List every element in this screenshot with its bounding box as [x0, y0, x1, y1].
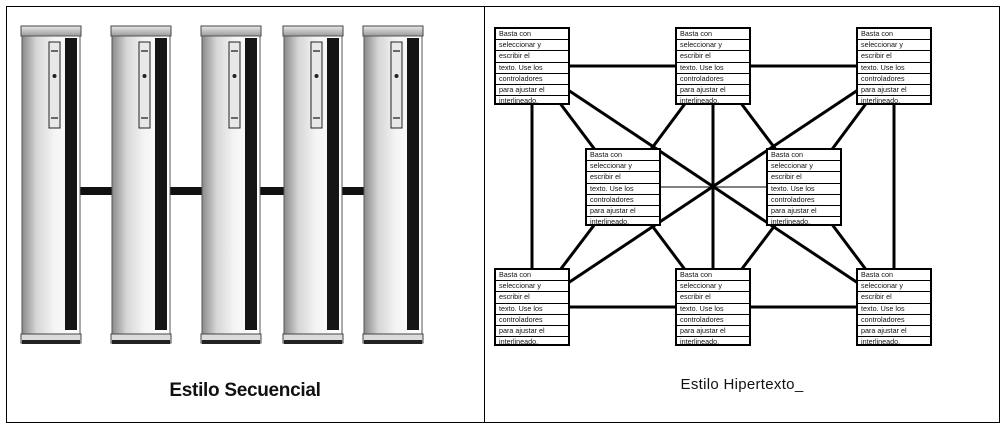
figure-frame — [6, 6, 1000, 423]
page-text-line: para ajustar el — [858, 326, 930, 338]
page-text-line: interlineado. — [680, 337, 720, 347]
page-text-line: Basta con — [768, 150, 840, 162]
page-text-line: controladores — [587, 195, 659, 206]
page-text-line: controladores — [858, 315, 930, 326]
page-text-line: interlineado. — [861, 96, 901, 106]
page-text-line: seleccionar y — [677, 40, 749, 52]
computer-tower-icon — [110, 25, 172, 344]
sequence-connector — [338, 187, 368, 195]
page-text-line: interlineado. — [771, 217, 811, 227]
page-text-line: Basta con — [677, 270, 749, 282]
page-text-line: controladores — [858, 74, 930, 85]
computer-tower-icon — [362, 25, 424, 344]
page-text-line: texto. Use los — [858, 63, 930, 74]
page-text-line: texto. Use los — [496, 304, 568, 315]
page-text-line: escribir el — [858, 51, 930, 63]
page-text-line: texto. Use los — [768, 184, 840, 195]
page-text-line: controladores — [496, 74, 568, 85]
page-text-line: para ajustar el — [677, 85, 749, 97]
page-text-line: escribir el — [768, 172, 840, 184]
panel-divider — [484, 6, 485, 423]
page-text-line: para ajustar el — [496, 85, 568, 97]
hypertext-style-caption: Estilo Hipertexto_ — [680, 376, 804, 393]
page-text-line: texto. Use los — [677, 304, 749, 315]
page-text-line: para ajustar el — [587, 206, 659, 218]
sequence-connector — [76, 187, 116, 195]
page-text-line: escribir el — [677, 292, 749, 304]
page-text-line: interlineado. — [499, 96, 539, 106]
page-text-line: Basta con — [496, 270, 568, 282]
sequence-connector — [166, 187, 206, 195]
page-text-line: controladores — [496, 315, 568, 326]
page-text-line: para ajustar el — [858, 85, 930, 97]
hyperlink-line — [531, 64, 895, 309]
computer-tower-icon — [20, 25, 82, 344]
page-text-line: controladores — [677, 315, 749, 326]
sequence-connector — [256, 187, 288, 195]
page-text-line: seleccionar y — [496, 40, 568, 52]
page-text-line: escribir el — [496, 51, 568, 63]
sequential-style-caption: Estilo Secuencial — [169, 380, 321, 401]
page-text-line: Basta con — [496, 29, 568, 41]
sequential-diagram — [20, 25, 424, 344]
page-text-line: controladores — [677, 74, 749, 85]
page-text-line: controladores — [768, 195, 840, 206]
page-text-line: para ajustar el — [677, 326, 749, 338]
page-text-line: para ajustar el — [496, 326, 568, 338]
page-text-line: para ajustar el — [768, 206, 840, 218]
page-text-line: seleccionar y — [768, 161, 840, 173]
page-text-line: seleccionar y — [858, 40, 930, 52]
page-text-line: interlineado. — [590, 217, 630, 227]
page-text-line: Basta con — [677, 29, 749, 41]
page-text-line: seleccionar y — [496, 281, 568, 293]
page-text-line: Basta con — [858, 29, 930, 41]
page-text-line: escribir el — [587, 172, 659, 184]
page-text-line: escribir el — [496, 292, 568, 304]
page-text-line: seleccionar y — [858, 281, 930, 293]
page-text-line: Basta con — [858, 270, 930, 282]
page-text-line: Basta con — [587, 150, 659, 162]
page-text-line: escribir el — [677, 51, 749, 63]
page-text-line: seleccionar y — [587, 161, 659, 173]
page-text-line: interlineado. — [861, 337, 901, 347]
page-text-line: texto. Use los — [858, 304, 930, 315]
page-text-line: interlineado. — [680, 96, 720, 106]
page-text-line: texto. Use los — [677, 63, 749, 74]
page-text-line: escribir el — [858, 292, 930, 304]
page-text-line: texto. Use los — [496, 63, 568, 74]
page-text-line: seleccionar y — [677, 281, 749, 293]
sequential-style-panel: Estilo Secuencial — [12, 12, 478, 417]
page-text-line: interlineado. — [499, 337, 539, 347]
page-text-line: texto. Use los — [587, 184, 659, 195]
computer-tower-icon — [200, 25, 262, 344]
computer-tower-icon — [282, 25, 344, 344]
